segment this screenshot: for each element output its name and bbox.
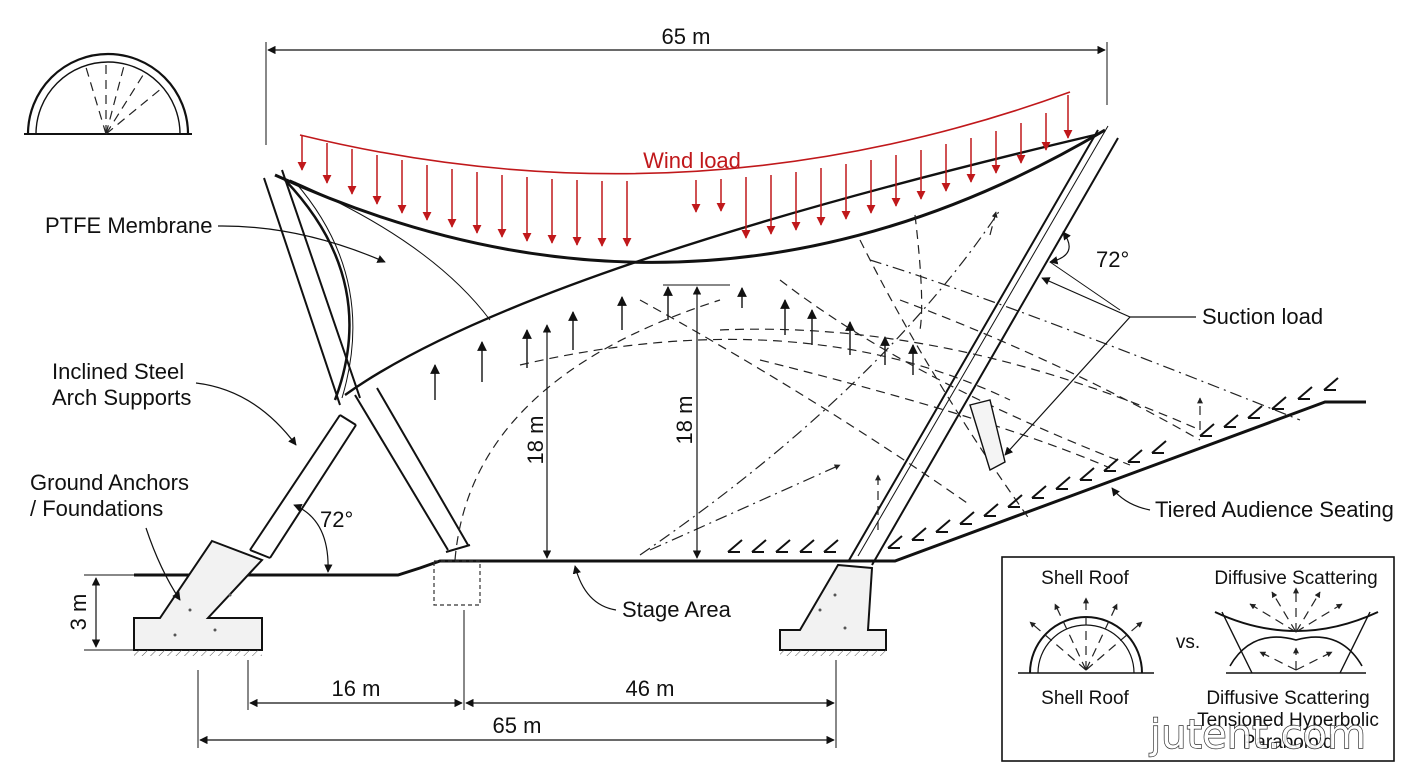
height-left-label: 18 m: [523, 416, 548, 465]
foundation-depth-label: 3 m: [66, 594, 91, 631]
legend-right-title: Diffusive Scattering: [1214, 568, 1377, 589]
angle-right-label: 72°: [1096, 247, 1129, 272]
height-dimension-right: 18 m: [663, 284, 730, 559]
ptfe-membrane-callout: PTFE Membrane: [45, 213, 386, 263]
seating-rows: [727, 377, 1339, 553]
right-segment-label: 46 m: [626, 676, 675, 701]
shell-roof-icon: [24, 52, 192, 135]
ground-anchors-callout: Ground Anchors / Foundations: [30, 470, 189, 601]
suction-arrows: [430, 286, 918, 400]
tiered-seating-callout: Tiered Audience Seating: [1111, 487, 1394, 522]
left-crossing-support: [354, 387, 471, 553]
membrane-bottom-edge: [344, 133, 1096, 396]
angle-left: 72°: [293, 504, 353, 573]
left-foundation: [133, 539, 264, 656]
stage-area-callout: Stage Area: [572, 565, 732, 622]
membrane-top-edge: [274, 128, 1106, 264]
top-span-label: 65 m: [662, 24, 711, 49]
ground-line: [134, 400, 1366, 577]
inclined-supports-callout: Inclined Steel Arch Supports: [52, 359, 297, 446]
legend-right-caption-2: Tensioned Hyperbolic: [1197, 710, 1379, 731]
ptfe-membrane-label: PTFE Membrane: [45, 213, 213, 238]
left-edge-rib-inner: [294, 181, 354, 399]
legend-shell-icon: [1018, 597, 1154, 674]
middle-footing: [433, 560, 481, 606]
right-foundation: [779, 563, 887, 656]
top-span-dimension: 65 m: [265, 24, 1108, 145]
legend-diffusive-icon: [1214, 587, 1379, 674]
wind-load-label: Wind load: [643, 148, 741, 173]
membrane-seam: [289, 179, 491, 321]
inclined-supports-label-1: Inclined Steel: [52, 359, 184, 384]
height-right-label: 18 m: [672, 396, 697, 445]
wind-load-arrows: Wind load: [297, 91, 1073, 247]
bottom-dimensions: 16 m 46 m 65 m: [197, 610, 837, 748]
sound-rays: [454, 209, 1301, 561]
left-segment-label: 16 m: [332, 676, 381, 701]
legend-left-caption: Shell Roof: [1041, 688, 1129, 709]
ground-anchors-label-1: Ground Anchors: [30, 470, 189, 495]
tiered-seating-label: Tiered Audience Seating: [1155, 497, 1394, 522]
angle-right: 72°: [1049, 231, 1129, 311]
watermark: jutent.com: [1149, 712, 1366, 758]
height-dimension-left: 18 m: [523, 324, 552, 559]
legend-left-title: Shell Roof: [1041, 568, 1129, 589]
legend-right-caption: Diffusive Scattering: [1206, 688, 1369, 709]
bottom-span-label: 65 m: [493, 713, 542, 738]
suction-load-label: Suction load: [1202, 304, 1323, 329]
foundation-depth-dimension: 3 m: [66, 574, 134, 651]
legend-box: Shell Roof Diffusive Scattering vs.: [1001, 556, 1395, 762]
inclined-supports-label-2: Arch Supports: [52, 385, 191, 410]
legend-right-caption-3: Paraboloid: [1243, 732, 1334, 753]
right-inclined-support: [847, 125, 1119, 566]
left-edge-rib: [284, 179, 351, 401]
angle-left-label: 72°: [320, 507, 353, 532]
suction-load-callout: Suction load: [1004, 277, 1323, 456]
ground-anchors-label-2: / Foundations: [30, 496, 163, 521]
stage-area-label: Stage Area: [622, 597, 732, 622]
speaker-icon: [969, 399, 1006, 472]
legend-vs: vs.: [1176, 632, 1200, 653]
